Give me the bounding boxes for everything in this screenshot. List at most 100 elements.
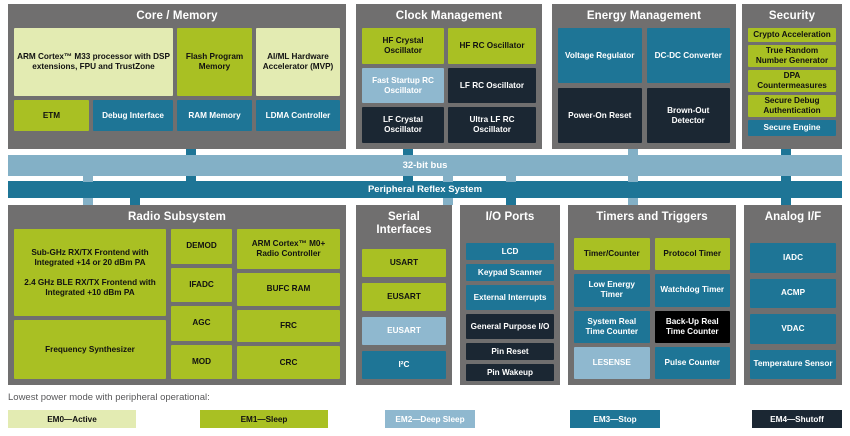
section-serial-interfaces: Serial Interfaces USART EUSART EUSART I²…	[356, 205, 452, 385]
block-brown-out-detector: Brown-Out Detector	[646, 88, 730, 143]
legend-label-em0: EM0—Active	[47, 414, 97, 424]
section-title-analog-if: Analog I/F	[764, 211, 822, 223]
block-temperature-sensor: Temperature Sensor	[750, 349, 836, 379]
block-frc: FRC	[237, 309, 340, 343]
bus-32bit-label: 32-bit bus	[402, 160, 448, 171]
block-usart: USART	[362, 249, 446, 277]
bus-stub-radio-lower-dark	[130, 198, 140, 205]
block-bufc-ram: BUFC RAM	[237, 272, 340, 306]
bus-stub-serial-upper	[443, 176, 453, 182]
bus-stub-radio-lower	[83, 198, 93, 205]
bus-stub-io-upper	[506, 176, 516, 182]
bus-stub-timers-lower	[628, 198, 638, 205]
block-pin-reset: Pin Reset	[466, 343, 554, 360]
bus-stub-analog-lower	[781, 198, 791, 205]
legend-label-em4: EM4—Shutoff	[770, 414, 824, 424]
section-title-security: Security	[768, 10, 816, 22]
section-title-timers-triggers: Timers and Triggers	[596, 211, 708, 223]
block-mod: MOD	[171, 344, 232, 379]
block-lcd: LCD	[466, 243, 554, 260]
legend-label-em1: EM1—Sleep	[240, 414, 288, 424]
section-title-serial-interfaces: Serial Interfaces	[376, 211, 432, 236]
block-eusart-1: EUSART	[362, 283, 446, 311]
block-etm: ETM	[14, 100, 89, 131]
block-agc: AGC	[171, 306, 232, 341]
block-subghz-line1: Sub-GHz RX/TX Frontend with Integrated +…	[31, 247, 149, 267]
block-fast-startup-rc-oscillator: Fast Startup RC Oscillator	[362, 67, 444, 104]
block-dc-dc-converter: DC-DC Converter	[646, 28, 730, 83]
block-iadc: IADC	[750, 243, 836, 273]
section-title-io-ports: I/O Ports	[485, 211, 535, 223]
block-voltage-regulator: Voltage Regulator	[558, 28, 642, 83]
section-clock-management: Clock Management HF Crystal Oscillator H…	[356, 4, 542, 149]
legend-item-em3: EM3—Stop	[570, 410, 660, 428]
section-title-radio-subsystem: Radio Subsystem	[128, 211, 226, 223]
block-frequency-synthesizer: Frequency Synthesizer	[14, 320, 166, 379]
block-pin-wakeup: Pin Wakeup	[466, 364, 554, 381]
block-protocol-timer: Protocol Timer	[654, 238, 730, 271]
legend-item-em0: EM0—Active	[8, 410, 136, 428]
section-energy-management: Energy Management Voltage Regulator DC-D…	[552, 4, 736, 149]
block-flash-program-memory: Flash Program Memory	[177, 28, 252, 96]
block-subghz-frontend: Sub-GHz RX/TX Frontend with Integrated +…	[14, 229, 166, 317]
block-power-on-reset: Power-On Reset	[558, 88, 642, 143]
block-pulse-counter: Pulse Counter	[654, 346, 730, 379]
block-ldma-controller: LDMA Controller	[256, 100, 340, 131]
section-core-memory: Core / Memory ARM Cortex™ M33 processor …	[8, 4, 346, 149]
block-i2c: I²C	[362, 351, 446, 379]
block-secure-debug-authentication: Secure Debug Authentication	[748, 95, 836, 117]
legend-label-em2: EM2—Deep Sleep	[395, 414, 465, 424]
block-backup-real-time-counter: Back-Up Real Time Counter	[654, 310, 730, 343]
block-acmp: ACMP	[750, 278, 836, 308]
bus-stub-serial-lower	[443, 198, 453, 205]
block-m0-radio-controller: ARM Cortex™ M0+ Radio Controller	[237, 229, 340, 269]
legend-label-em3: EM3—Stop	[593, 414, 637, 424]
block-vdac: VDAC	[750, 314, 836, 344]
legend-item-em4: EM4—Shutoff	[752, 410, 842, 428]
block-cpu: ARM Cortex™ M33 processor with DSP exten…	[14, 28, 173, 96]
block-ultra-lf-rc-oscillator: Ultra LF RC Oscillator	[448, 107, 536, 144]
block-true-random-number-generator: True Random Number Generator	[748, 45, 836, 67]
block-system-real-time-counter: System Real Time Counter	[574, 310, 650, 343]
block-eusart-2: EUSART	[362, 317, 446, 345]
section-security: Security Crypto Acceleration True Random…	[742, 4, 842, 149]
block-watchdog-timer: Watchdog Timer	[654, 274, 730, 307]
block-secure-engine: Secure Engine	[748, 120, 836, 136]
section-timers-triggers: Timers and Triggers Timer/Counter Low En…	[568, 205, 736, 385]
block-debug-interface: Debug Interface	[93, 100, 173, 131]
bus-connector-energy	[628, 149, 638, 156]
section-title-clock-management: Clock Management	[395, 10, 503, 22]
block-demod: DEMOD	[171, 229, 232, 264]
block-ram-memory: RAM Memory	[177, 100, 252, 131]
bus-peripheral-reflex-system: Peripheral Reflex System	[8, 181, 842, 198]
block-aiml-accelerator: AI/ML Hardware Accelerator (MVP)	[256, 28, 340, 96]
legend-item-em1: EM1—Sleep	[200, 410, 328, 428]
block-hf-rc-oscillator: HF RC Oscillator	[448, 28, 536, 64]
bus-prs-label: Peripheral Reflex System	[367, 184, 483, 195]
block-keypad-scanner: Keypad Scanner	[466, 264, 554, 281]
legend-item-em2: EM2—Deep Sleep	[385, 410, 475, 428]
section-title-core-memory: Core / Memory	[136, 10, 218, 22]
block-external-interrupts: External Interrupts	[466, 285, 554, 310]
bus-stub-io-lower	[506, 198, 516, 205]
block-hf-crystal-oscillator: HF Crystal Oscillator	[362, 28, 444, 64]
block-crc: CRC	[237, 346, 340, 379]
block-lesense: LESENSE	[574, 346, 650, 379]
section-io-ports: I/O Ports LCD Keypad Scanner External In…	[460, 205, 560, 385]
section-analog-if: Analog I/F IADC ACMP VDAC Temperature Se…	[744, 205, 842, 385]
section-radio-subsystem: Radio Subsystem Sub-GHz RX/TX Frontend w…	[8, 205, 346, 385]
block-dpa-countermeasures: DPA Countermeasures	[748, 70, 836, 92]
bus-32bit: 32-bit bus	[8, 155, 842, 176]
block-crypto-acceleration: Crypto Acceleration	[748, 28, 836, 42]
block-timer-counter: Timer/Counter	[574, 238, 650, 271]
block-low-energy-timer: Low Energy Timer	[574, 274, 650, 307]
block-ifadc: IFADC	[171, 267, 232, 302]
bus-stub-timers-upper	[628, 176, 638, 182]
block-general-purpose-io: General Purpose I/O	[466, 314, 554, 339]
legend-title: Lowest power mode with peripheral operat…	[8, 392, 210, 403]
block-ble-line: 2.4 GHz BLE RX/TX Frontend with Integrat…	[24, 277, 156, 297]
bus-stub-radio-upper	[83, 176, 93, 182]
block-lf-rc-oscillator: LF RC Oscillator	[448, 67, 536, 104]
block-lf-crystal-oscillator: LF Crystal Oscillator	[362, 107, 444, 144]
